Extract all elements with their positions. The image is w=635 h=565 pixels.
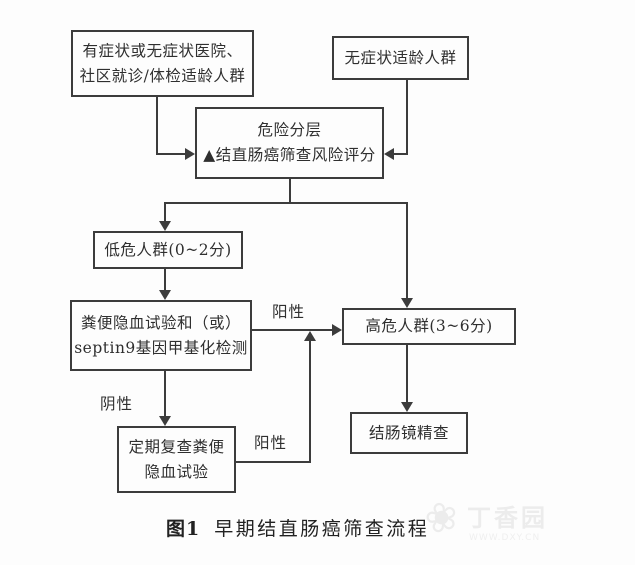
arrowhead-into-fobt xyxy=(159,290,171,300)
node-colonoscopy: 结肠镜精查 xyxy=(350,412,468,454)
arrowhead-into-risk-right xyxy=(384,148,394,160)
node-text-line: 低危人群(0~2分) xyxy=(104,240,232,259)
node-source-asymptomatic: 无症状适龄人群 xyxy=(332,36,469,80)
node-periodic-recheck: 定期复查粪便 隐血试验 xyxy=(117,426,236,493)
node-risk-stratification: 危险分层 ▲结直肠癌筛查风险评分 xyxy=(195,107,384,179)
node-text-line: septin9基因甲基化检测 xyxy=(74,338,248,357)
node-text-line: 隐血试验 xyxy=(144,462,209,481)
node-text-line: 定期复查粪便 xyxy=(128,437,225,456)
connector-branch-horizontal xyxy=(164,202,408,204)
connector-clinic-to-risk-h xyxy=(156,153,186,155)
watermark-url: WWW.DXY.CN xyxy=(469,533,541,543)
figure-caption: 图1 早期结直肠癌筛查流程 xyxy=(166,514,429,541)
connector-highrisk-to-colonoscopy xyxy=(406,345,408,405)
connector-fobt-to-recheck xyxy=(164,371,166,417)
node-fobt-septin9: 粪便隐血试验和（或） septin9基因甲基化检测 xyxy=(70,300,252,371)
edge-label-positive-upper: 阳性 xyxy=(272,303,306,321)
arrowhead-into-lowrisk xyxy=(159,221,171,231)
figure-title: 早期结直肠癌筛查流程 xyxy=(214,518,430,540)
connector-lowrisk-to-fobt xyxy=(164,269,166,291)
figure-number: 图1 xyxy=(166,518,201,540)
connector-asymptomatic-to-risk-h xyxy=(394,153,408,155)
arrowhead-into-colonoscopy xyxy=(401,402,413,412)
node-text-line: 有症状或无症状医院、 xyxy=(82,41,243,60)
node-text-line: 无症状适龄人群 xyxy=(344,48,457,67)
node-source-clinic: 有症状或无症状医院、 社区就诊/体检适龄人群 xyxy=(71,30,254,97)
arrowhead-into-highrisk-left xyxy=(332,324,342,336)
edge-label-positive-lower: 阳性 xyxy=(254,434,288,452)
connector-fobt-to-highrisk xyxy=(252,329,333,331)
node-text-line: 高危人群(3~6分) xyxy=(365,317,493,335)
connector-branch-to-highrisk xyxy=(406,202,408,299)
connector-asymptomatic-to-risk-v xyxy=(406,80,408,155)
arrowhead-into-highrisk-top xyxy=(401,298,413,308)
connector-risk-stem xyxy=(289,179,291,204)
node-text-line: 危险分层 xyxy=(257,121,322,139)
connector-branch-to-lowrisk xyxy=(164,202,166,222)
arrowhead-recheck-up xyxy=(304,331,316,341)
watermark-name: 丁香园 xyxy=(467,503,548,532)
node-low-risk: 低危人群(0~2分) xyxy=(93,231,243,269)
node-text-line: 粪便隐血试验和（或） xyxy=(80,313,241,332)
node-text-line: ▲结直肠癌筛查风险评分 xyxy=(203,146,376,164)
connector-clinic-to-risk-v xyxy=(156,97,158,155)
connector-recheck-riser xyxy=(309,340,311,463)
arrowhead-into-risk-left xyxy=(185,148,195,160)
node-text-line: 结肠镜精查 xyxy=(368,423,449,442)
edge-label-negative: 阴性 xyxy=(100,395,134,413)
arrowhead-into-recheck xyxy=(159,416,171,426)
node-high-risk: 高危人群(3~6分) xyxy=(342,308,516,345)
node-text-line: 社区就诊/体检适龄人群 xyxy=(79,66,246,85)
connector-recheck-right xyxy=(236,461,311,463)
